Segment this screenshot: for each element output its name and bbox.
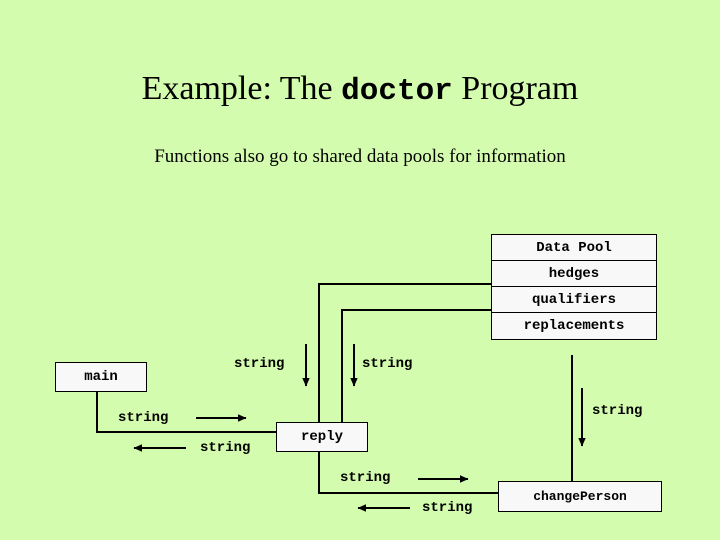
edge-label-reply-to-main: string — [200, 440, 251, 456]
line-pool-qualifiers-horizontal — [341, 309, 492, 311]
function-box-main[interactable]: main — [55, 362, 147, 392]
function-box-reply[interactable]: reply — [276, 422, 368, 452]
data-pool-box[interactable]: Data Pool hedges qualifiers replacements — [491, 234, 657, 340]
line-pool-to-changeperson-vertical — [571, 355, 573, 483]
line-main-to-reply-horizontal — [96, 431, 278, 433]
line-main-vertical — [96, 391, 98, 433]
line-pool-hedges-horizontal — [318, 283, 492, 285]
edge-label-pool-to-reply-left: string — [234, 356, 285, 372]
function-box-changeperson[interactable]: changePerson — [498, 481, 662, 512]
line-reply-vertical — [318, 452, 320, 494]
line-reply-to-changeperson-horizontal — [318, 492, 500, 494]
data-pool-item-replacements[interactable]: replacements — [523, 318, 625, 334]
title-monospace-word: doctor — [341, 74, 453, 109]
edge-label-reply-to-changeperson: string — [340, 470, 391, 486]
data-pool-item-hedges[interactable]: hedges — [492, 261, 656, 287]
edge-label-main-to-reply: string — [118, 410, 169, 426]
edge-label-changeperson-to-reply: string — [422, 500, 473, 516]
data-pool-item-qualifiers[interactable]: qualifiers — [492, 287, 656, 313]
title-suffix: Program — [452, 70, 579, 107]
page-title: Example: The doctor Program — [0, 70, 720, 109]
title-prefix: Example: The — [141, 70, 342, 107]
page-subtitle: Functions also go to shared data pools f… — [154, 146, 566, 167]
edge-label-pool-to-reply-right: string — [362, 356, 413, 372]
line-pool-hedges-vertical — [318, 283, 320, 423]
edge-label-pool-to-changeperson: string — [592, 403, 643, 419]
data-pool-header: Data Pool — [492, 235, 656, 261]
line-pool-qualifiers-vertical — [341, 309, 343, 423]
